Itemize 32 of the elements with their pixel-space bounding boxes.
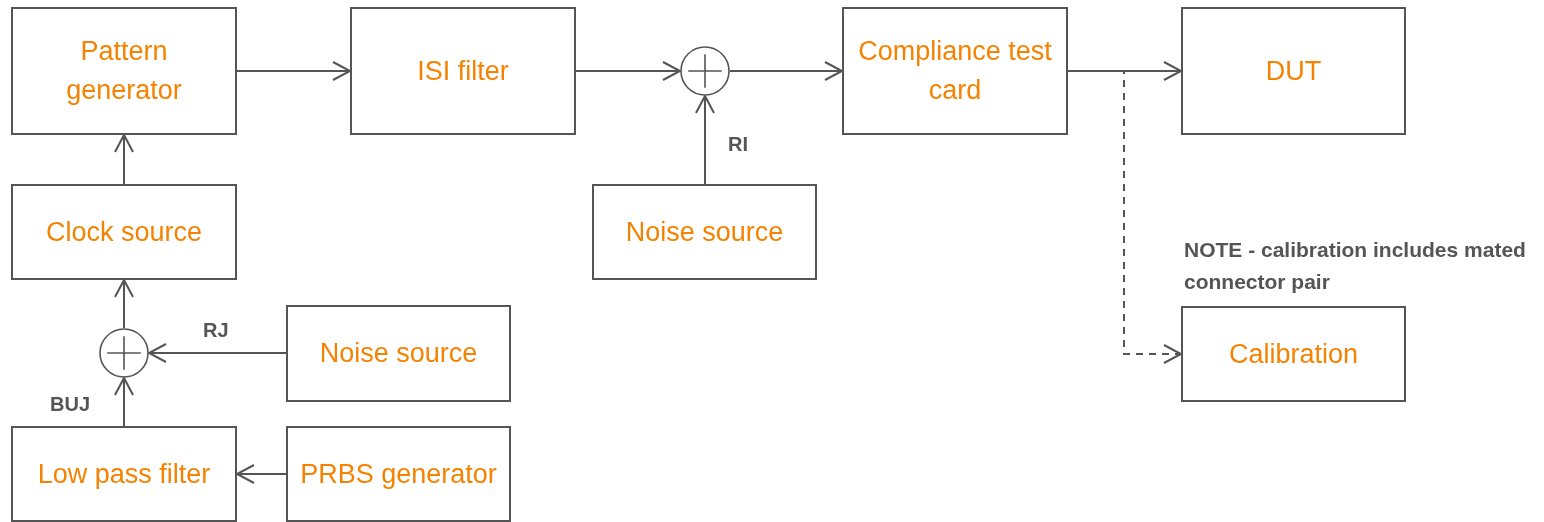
process-box <box>11 7 237 135</box>
process-box <box>1181 306 1406 402</box>
arrow <box>148 343 287 363</box>
process-box <box>286 426 511 522</box>
arrow <box>236 61 351 81</box>
box-label: ISI filter <box>416 54 510 88</box>
box-label: PRBS generator <box>299 457 498 491</box>
process-box <box>592 184 817 280</box>
process-box <box>350 7 576 135</box>
arrow <box>729 61 843 81</box>
process-box <box>286 305 511 402</box>
summing-junction <box>680 46 730 96</box>
arrow <box>114 377 134 427</box>
arrow <box>114 279 134 329</box>
box-label: Calibration <box>1227 337 1360 371</box>
box-label: Compliance test card <box>857 35 1053 107</box>
arrow <box>695 95 715 185</box>
box-label: DUT <box>1264 54 1323 88</box>
box-label: Low pass filter <box>36 457 212 491</box>
box-label: Noise source <box>318 337 479 370</box>
summing-junction <box>99 328 149 378</box>
process-box <box>11 184 237 280</box>
process-box <box>1181 7 1406 135</box>
process-box <box>842 7 1068 135</box>
arrow <box>575 61 681 81</box>
box-label: Clock source <box>44 215 204 249</box>
arrow <box>114 134 134 185</box>
box-label: Pattern generator <box>65 35 183 107</box>
box-label: Noise source <box>624 215 785 249</box>
arrow <box>236 464 287 484</box>
process-box <box>11 426 237 522</box>
note-text: NOTE - calibration includes mated connector pair <box>1184 237 1527 295</box>
